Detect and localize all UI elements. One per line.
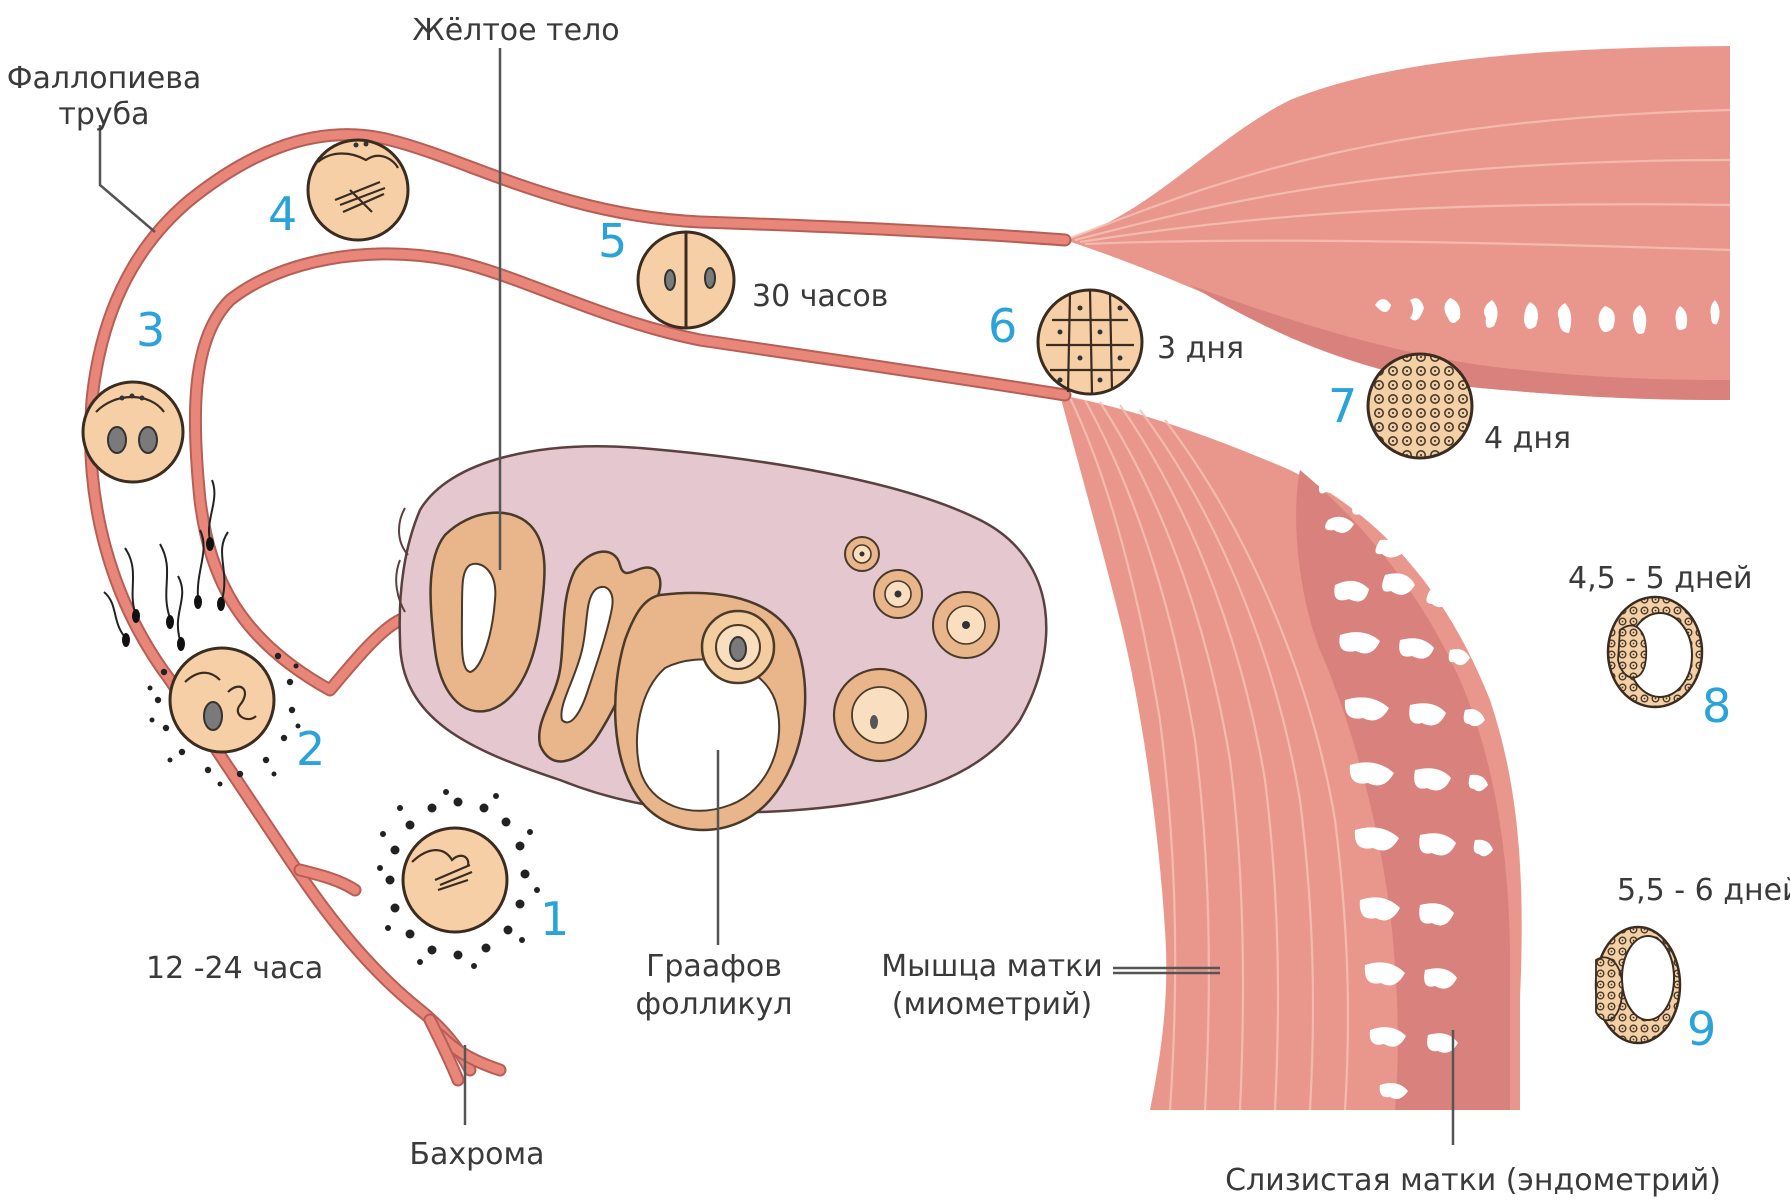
label-endometrium: Слизистая матки (эндометрий) bbox=[1225, 1163, 1721, 1198]
stage-number-2: 2 bbox=[296, 722, 325, 776]
label-fimbria: Бахрома bbox=[409, 1137, 544, 1172]
stage-number-7: 7 bbox=[1328, 379, 1357, 433]
stage-number-6: 6 bbox=[988, 299, 1017, 353]
label-time-5-5-6d: 5,5 - 6 дней bbox=[1617, 873, 1790, 908]
label-corpus-luteum: Жёлтое тело bbox=[412, 13, 619, 48]
stage-number-8: 8 bbox=[1702, 679, 1731, 733]
label-fallopian-tube-line1: Фаллопиева bbox=[7, 61, 202, 96]
stage-9-implantation bbox=[1596, 927, 1680, 1043]
label-graafian-line2: фолликул bbox=[636, 987, 793, 1022]
label-time-4-5-5d: 4,5 - 5 дней bbox=[1568, 561, 1753, 596]
stage-number-1: 1 bbox=[540, 892, 569, 946]
stage-number-9: 9 bbox=[1687, 1002, 1716, 1056]
label-time-12-24h: 12 -24 часа bbox=[146, 951, 323, 986]
label-time-30h: 30 часов bbox=[752, 279, 888, 314]
stage-6-morula bbox=[1038, 290, 1142, 394]
stage-number-3: 3 bbox=[136, 303, 165, 357]
stage-3-zygote bbox=[83, 382, 183, 482]
stage-1-oocyte bbox=[377, 789, 540, 969]
label-time-4d: 4 дня bbox=[1484, 421, 1571, 456]
stage-number-5: 5 bbox=[598, 214, 627, 268]
label-myometrium-line2: (миометрий) bbox=[892, 987, 1093, 1022]
stage-5-two-cell bbox=[638, 232, 734, 328]
stage-number-4: 4 bbox=[268, 187, 297, 241]
stage-8-blastocyst bbox=[1608, 597, 1702, 707]
ovary bbox=[396, 446, 1046, 830]
label-time-3d: 3 дня bbox=[1157, 331, 1244, 366]
label-fallopian-tube-line2: труба bbox=[58, 97, 149, 132]
label-myometrium-line1: Мышца матки bbox=[881, 949, 1102, 984]
label-graafian-line1: Граафов bbox=[646, 949, 782, 984]
stage-4-zygote bbox=[308, 140, 408, 240]
stage-7-morula bbox=[1368, 354, 1472, 458]
